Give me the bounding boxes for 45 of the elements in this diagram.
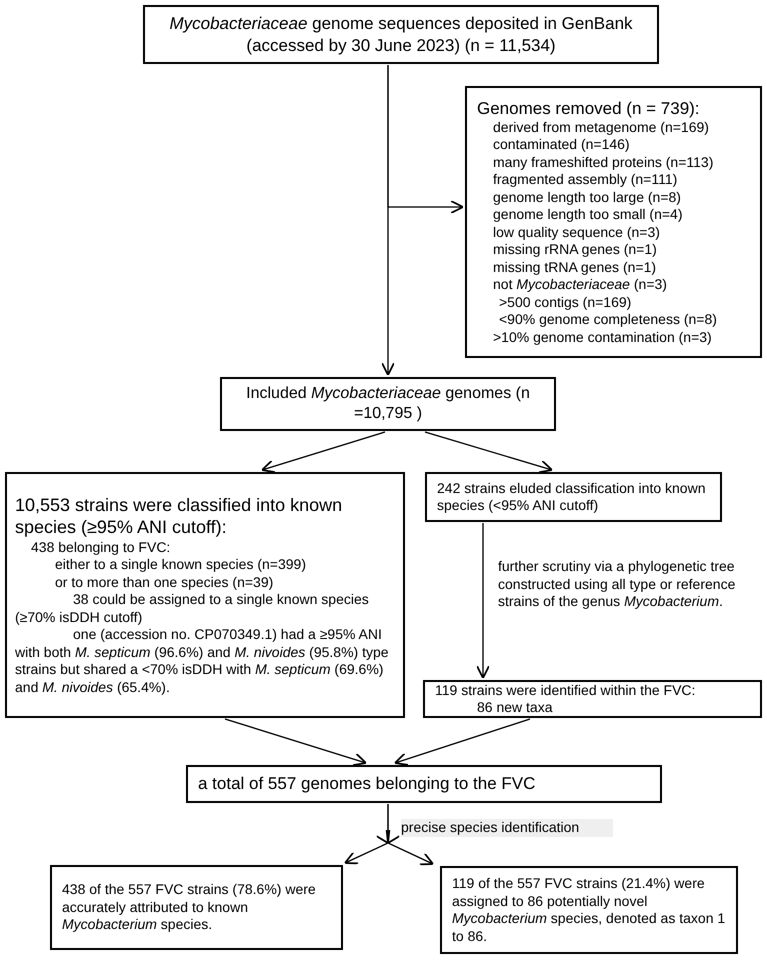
box-text: missing rRNA genes (n=1) [492, 241, 658, 259]
box-heading: Genomes removed (n = 739): [477, 98, 701, 119]
box-text: many frameshifted proteins (n=113) [492, 154, 714, 172]
process-box [220, 377, 556, 431]
box-text: 86 new taxa [476, 699, 554, 716]
process-box [440, 866, 738, 954]
box-text: derived from metagenome (n=169) [492, 118, 710, 136]
arrow [476, 523, 490, 679]
box-text: a total of 557 genomes belonging to the FVC [198, 773, 536, 795]
box-text: fragmented assembly (n=111) [492, 171, 678, 189]
arrow [394, 718, 530, 766]
process-box [186, 765, 662, 803]
box-text: missing tRNA genes (n=1) [492, 258, 658, 276]
box-text: Mycobacteriaceae genome sequences deposited in GenBank (accessed by 30 June 2023) (n = 11,534) [168, 13, 634, 56]
process-box [5, 472, 405, 718]
box-heading: 10,553 strains were classified into known species (≥95% ANI cutoff): [15, 494, 344, 539]
arrow [424, 431, 553, 474]
box-text: one (accession no. CP070349.1) had a ≥95% ANI with both M. septicum (96.6%) and M. nivoides (95.8%) type strains but shared a <70% isDDH with M. septicum (69.6%) and M. nivoides (65.4%). [15, 626, 390, 696]
edge-label: precise species identification [401, 819, 613, 836]
process-box [423, 680, 762, 718]
box-heading: 119 strains were identified within the FVC: [435, 682, 696, 699]
process-box [425, 472, 722, 522]
arrow [387, 65, 464, 214]
box-text: or to more than one species (n=39) [54, 574, 274, 592]
arrow [261, 431, 386, 474]
arrow [376, 804, 434, 866]
box-text: 438 belonging to FVC: [30, 538, 172, 556]
box-text: not Mycobacteriaceae (n=3) [492, 276, 668, 294]
box-text: contaminated (n=146) [492, 136, 631, 154]
process-box [50, 865, 343, 950]
box-text: 438 of the 557 FVC strains (78.6%) were accurately attributed to known Mycobacterium species. [62, 881, 317, 934]
box-text: low quality sequence (n=3) [492, 224, 661, 242]
box-text: 242 strains eluded classification into known species (<95% ANI cutoff) [437, 480, 706, 514]
box-text: <90% genome completeness (n=8) [498, 311, 718, 329]
box-text: genome length too small (n=4) [492, 206, 684, 224]
process-box [465, 86, 762, 358]
box-text: >10% genome contamination (n=3) [492, 328, 713, 346]
box-text: either to a single known species (n=399) [54, 556, 307, 574]
box-text: 119 of the 557 FVC strains (21.4%) were assigned to 86 potentially novel Mycobacterium species, denoted as taxon 1 to 86. [452, 875, 726, 945]
box-text: genome length too large (n=8) [492, 188, 682, 206]
arrow [224, 718, 367, 766]
box-text: 38 could be assigned to a single known species (≥70% isDDH cutoff) [15, 591, 370, 626]
process-box [143, 5, 659, 64]
box-text: >500 contigs (n=169) [498, 294, 632, 312]
box-text: Included Mycobacteriaceae genomes (n =10,795 ) [245, 384, 531, 424]
